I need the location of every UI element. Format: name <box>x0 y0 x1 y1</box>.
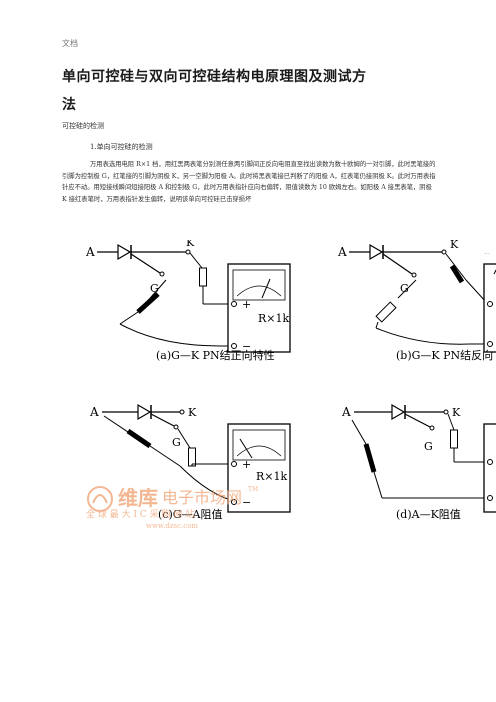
pin-a-label: A <box>85 245 95 259</box>
plus-terminal-label: + <box>242 458 251 471</box>
pin-a-label: A <box>341 405 351 419</box>
watermark-slogan: 全 球 最 大 I C 采 购 网 站 <box>86 508 194 520</box>
pin-g-label: G <box>150 282 159 295</box>
plus-terminal-label: + <box>242 298 251 311</box>
minus-terminal-label: − <box>242 496 251 509</box>
pin-a-label: A <box>337 245 347 259</box>
panel-c: A K G + − R×1k (c)G—A阻值 <box>89 403 291 521</box>
pin-k-label: K <box>450 240 459 251</box>
diode-symbol <box>369 243 384 261</box>
watermark-logo: 维库 电子市场网 TM 全 球 最 大 I C 采 购 网 站 www.dzsc… <box>86 486 258 530</box>
document-header-label: 文档 <box>62 39 78 48</box>
panel-d: A K G (d)A—K阻值 <box>341 403 496 521</box>
body-paragraph-text: 万用表选用电阻 R×1 档，用红黑两表笔分别测任意两引脚间正反向电阻直至找出读数… <box>62 161 436 203</box>
page-title: 单向可控硅与双向可控硅结构电原理图及测试方 <box>62 69 367 85</box>
pin-k-label: K <box>452 406 461 419</box>
page-title-continued: 法 <box>62 97 76 113</box>
meter-range-label: R×1k <box>256 470 287 483</box>
pin-g-label: G <box>400 282 409 295</box>
watermark-url: www.dzsc.com <box>146 522 198 530</box>
pin-a-label: A <box>89 405 99 419</box>
pin-k-label: K <box>186 240 195 249</box>
pin-k-label: K <box>188 406 197 419</box>
diode-symbol <box>391 403 406 421</box>
multimeter: + − R×1k <box>227 263 291 353</box>
pin-g-label: G <box>424 440 433 453</box>
scr-test-circuit-figure: A K G + − R×1k (a)G—K PN结正向特性 A <box>85 240 496 521</box>
caption-c: (c)G—A阻值 <box>158 508 222 521</box>
caption-b: (b)G—K PN结反向 <box>396 348 493 362</box>
section-heading: 可控硅的检测 <box>62 122 104 130</box>
watermark: 维库 电子市场网 TM 全 球 最 大 I C 采 购 网 站 www.dzsc… <box>84 483 304 535</box>
panel-b: A K G ... (b)G—K PN结反向 <box>337 240 496 362</box>
panel-a: A K G + − R×1k (a)G—K PN结正向特性 <box>85 240 291 362</box>
caption-a: (a)G—K PN结正向特性 <box>156 348 275 362</box>
subsection-heading: 1.单向可控硅的检测 <box>90 143 153 151</box>
watermark-tm: TM <box>248 486 258 493</box>
meter-range-label: R×1k <box>258 312 289 325</box>
corner-mark: ... <box>484 249 490 256</box>
minus-terminal-label: − <box>242 340 251 353</box>
watermark-brand: 维库 <box>118 486 158 510</box>
caption-d: (d)A—K阻值 <box>396 508 461 521</box>
watermark-brand-suffix: 电子市场网 <box>162 488 242 507</box>
body-paragraph: 万用表选用电阻 R×1 档，用红黑两表笔分别测任意两引脚间正反向电阻直至找出读数… <box>62 159 438 205</box>
pin-g-label: G <box>172 436 181 449</box>
multimeter: + − R×1k <box>227 423 291 513</box>
diode-symbol <box>117 243 132 261</box>
diode-symbol <box>137 403 152 421</box>
